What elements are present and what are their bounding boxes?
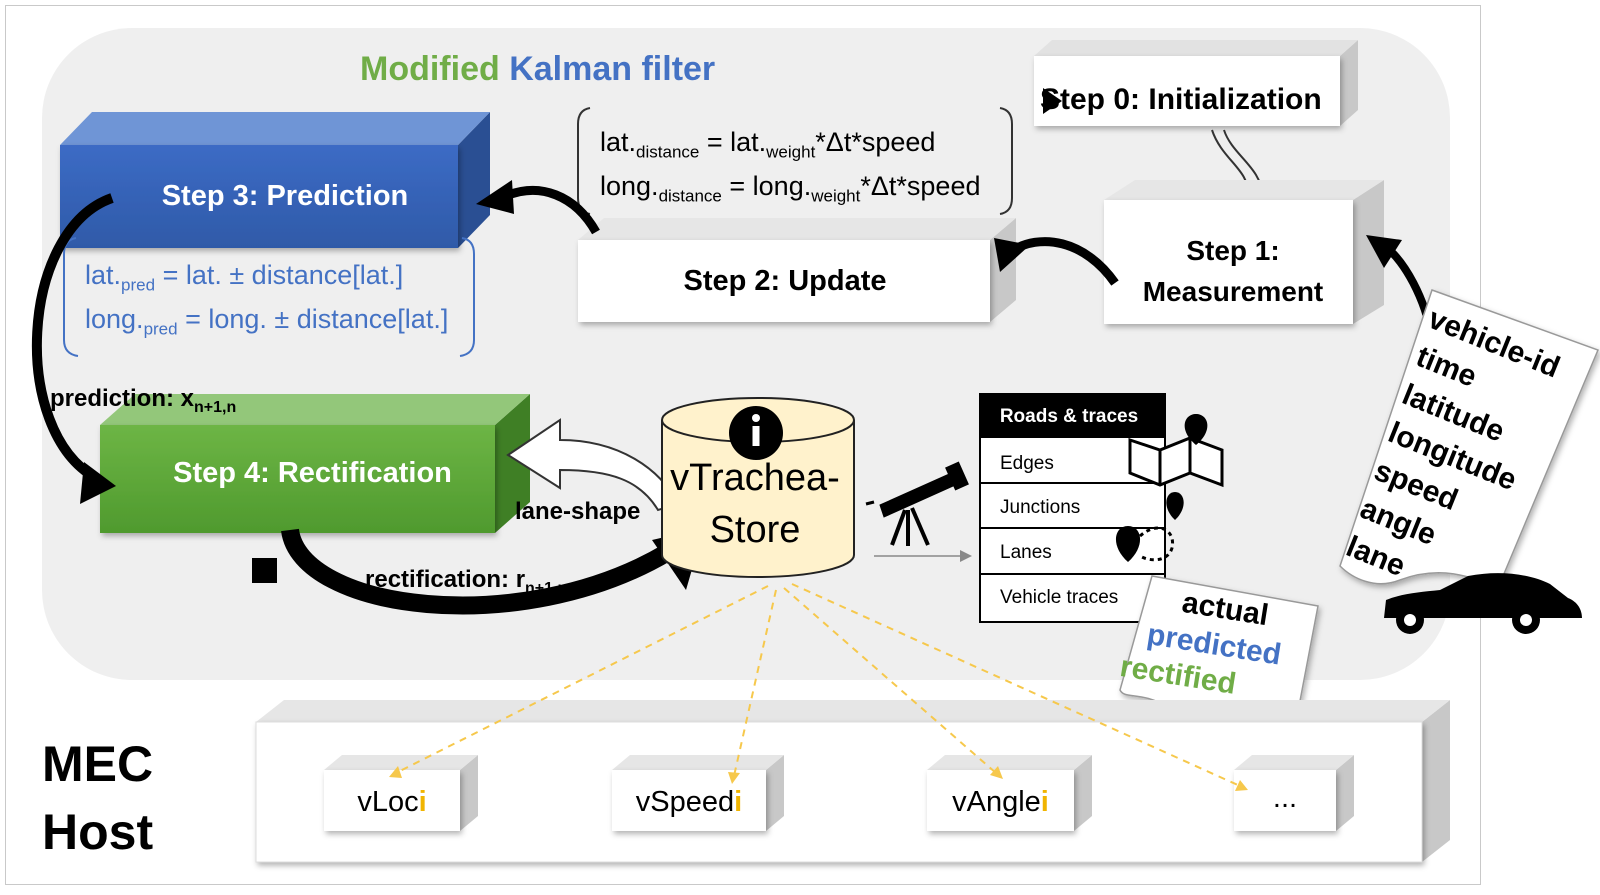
step3-label: Step 3: Prediction [161, 180, 409, 212]
rectification-edge-label: rectification: rn+1,n [365, 566, 567, 598]
edge-label-subscript: n+1,n [525, 579, 568, 597]
formula-subscript: distance [658, 186, 722, 206]
lane-shape-label: lane-shape [515, 498, 641, 525]
step1-label-line1: Step 1: [1186, 235, 1280, 266]
formula-subscript: weight [766, 142, 816, 162]
mec-host-bar [255, 700, 1450, 863]
lane-shape-arrow [506, 418, 680, 512]
roads-traces-table [979, 393, 1166, 623]
roads-row-lanes: Lanes [1000, 542, 1052, 563]
service-vloc: vLoci [324, 786, 460, 819]
service-box-vangle [927, 755, 1092, 831]
edge-label-subscript: n+1,n [194, 398, 237, 416]
service-more: ... [1234, 782, 1336, 815]
service-name: vSpeed [635, 786, 735, 818]
formula-term: = long. [721, 171, 812, 202]
map-pin-icon [1184, 414, 1208, 445]
service-box-vspeed [612, 755, 784, 831]
formula-term: = lat. [699, 127, 767, 157]
service-vangle: vAnglei [927, 786, 1074, 819]
formula-term: *Δt*speed [815, 127, 936, 157]
map-icon [1128, 436, 1224, 488]
update-to-prediction-arrow [476, 180, 600, 235]
service-box-more [1234, 755, 1354, 831]
stop-square-icon [252, 558, 277, 583]
formula-term: *Δt*speed [860, 171, 981, 202]
step3-box [60, 112, 490, 248]
measurement-to-update-arrow [994, 237, 1119, 286]
store-label-line2: Store [709, 509, 801, 551]
roads-row-edges: Edges [1000, 453, 1054, 474]
prediction-formula-line1: lat.pred = lat. ± distance[lat.] [85, 258, 448, 302]
mec-host-line2: Host [42, 804, 154, 860]
mec-host-label: MEC Host [42, 730, 153, 866]
update-formula: lat.distance = lat.weight*Δt*speed long.… [600, 125, 980, 214]
formula-term: long. [85, 304, 144, 335]
store-to-services-arrowheads [389, 766, 1248, 791]
step1-label-line2: Measurement [1142, 276, 1324, 307]
formula-term: = lat. ± distance[lat.] [155, 260, 404, 290]
prediction-formula-bracket [63, 237, 475, 357]
roads-table-title: Roads & traces [999, 406, 1139, 427]
play-triangle-icon [1043, 88, 1062, 114]
service-name: vAngle [952, 786, 1041, 818]
prediction-formula: lat.pred = lat. ± distance[lat.] long.pr… [85, 258, 448, 347]
store-label: vTrachea- Store [660, 452, 850, 556]
title-word-kalman: Kalman filter [509, 50, 716, 88]
prediction-edge-label: prediction: xn+1,n [50, 385, 236, 417]
formula-term: lat. [85, 260, 122, 290]
store-to-services-arrows [395, 583, 1241, 787]
formula-subscript: distance [636, 142, 700, 162]
service-name: ... [1272, 782, 1298, 814]
prediction-formula-line2: long.pred = long. ± distance[lat.] [85, 302, 448, 346]
service-box-vloc [324, 755, 478, 831]
formula-subscript: pred [121, 275, 156, 295]
formula-term: = long. ± distance[lat.] [177, 304, 449, 335]
update-formula-line2: long.distance = long.weight*Δt*speed [600, 169, 980, 213]
step1-label: Step 1: Measurement [1108, 230, 1358, 312]
service-suffix: i [418, 786, 427, 818]
info-icon [729, 406, 783, 460]
store-label-line1: vTrachea- [670, 457, 840, 499]
step2-label: Step 2: Update [683, 265, 887, 297]
car-icon [1384, 573, 1582, 634]
service-suffix: i [1040, 786, 1049, 818]
service-name: vLoc [357, 786, 419, 818]
diagram-title: Modified Kalman filter [360, 50, 715, 89]
step4-box [100, 394, 530, 533]
trace-path [1139, 526, 1175, 562]
service-vspeed: vSpeedi [612, 786, 766, 819]
title-word-modified: Modified [360, 50, 500, 88]
update-formula-line1: lat.distance = lat.weight*Δt*speed [600, 125, 980, 169]
step1-box [1104, 180, 1384, 324]
service-suffix: i [734, 786, 743, 818]
roads-row-vehicle-traces: Vehicle traces [1000, 587, 1119, 608]
formula-term: lat. [600, 127, 637, 157]
prediction-to-rectification-arrow [31, 193, 116, 504]
formula-term: long. [600, 171, 659, 202]
formula-subscript: weight [811, 186, 861, 206]
step4-label: Step 4: Rectification [173, 457, 452, 489]
telescope-icon [865, 461, 972, 562]
edge-label-text: rectification: r [365, 566, 526, 593]
mec-host-line1: MEC [42, 736, 154, 792]
step0-box [1034, 40, 1358, 126]
formula-subscript: pred [143, 319, 178, 339]
roads-row-junctions: Junctions [1000, 497, 1081, 518]
step0-label: Step 0: Initialization [1040, 83, 1322, 116]
map-pin-icon [1115, 526, 1141, 562]
map-pin-icon [1166, 492, 1184, 520]
edge-label-text: prediction: x [50, 385, 195, 412]
